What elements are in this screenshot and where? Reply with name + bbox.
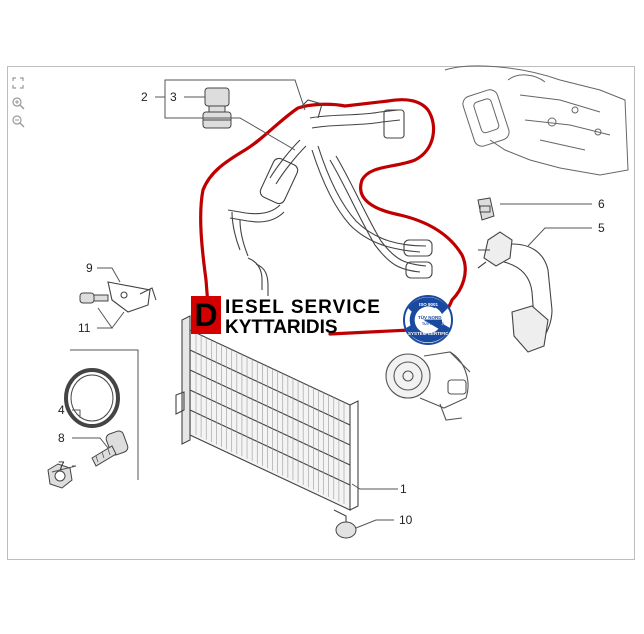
- callout-4: 4: [58, 403, 65, 417]
- diagram-frame: [7, 66, 635, 560]
- fit-icon[interactable]: [11, 76, 25, 90]
- o-ring: [64, 368, 120, 428]
- callout-labels: 2 3 9 11 4 8 7 1 10 6 5: [58, 90, 605, 527]
- badge-middle: TÜV NORD: [418, 314, 442, 320]
- leader-lines: [51, 79, 592, 529]
- zoom-out-icon[interactable]: [11, 114, 25, 128]
- pressure-switch: [202, 87, 232, 129]
- compressor: [385, 351, 471, 421]
- engine-housing: [444, 65, 629, 176]
- suction-hose: [477, 231, 553, 353]
- callout-9: 9: [86, 261, 93, 275]
- callout-5: 5: [598, 221, 605, 235]
- badge-top: ISO 9001: [419, 302, 439, 307]
- watermark-logo: D IESEL SERVICE KYTTARIDIS: [191, 296, 401, 342]
- logo-letter: D: [191, 296, 221, 334]
- callout-10: 10: [399, 513, 413, 527]
- nut: [47, 463, 73, 489]
- condenser: [175, 315, 359, 530]
- callout-1: 1: [400, 482, 407, 496]
- bracket: [107, 281, 157, 313]
- callout-6: 6: [598, 197, 605, 211]
- drain-plug: [335, 521, 357, 539]
- callout-7: 7: [58, 459, 65, 473]
- certification-badge: ISO 9001 TÜV NORD SYSTEM CERTIFICATION T…: [403, 295, 462, 345]
- screw-small: [79, 292, 109, 304]
- logo-line-2: KYTTARIDIS: [225, 317, 338, 338]
- logo-line-1: IESEL SERVICE: [225, 297, 381, 318]
- zoom-in-icon[interactable]: [11, 96, 25, 110]
- valve-cap: [477, 197, 495, 221]
- ac-hoses: [227, 99, 433, 296]
- callout-8: 8: [58, 431, 65, 445]
- callout-11: 11: [78, 321, 91, 335]
- bolt: [91, 430, 129, 467]
- badge-sub: TÜV HELLAS: [422, 322, 445, 326]
- callout-3: 3: [170, 90, 177, 104]
- parts-group-bracket: [70, 349, 139, 480]
- badge-ring: SYSTEM CERTIFICATION: [408, 331, 462, 336]
- callout-2: 2: [141, 90, 148, 104]
